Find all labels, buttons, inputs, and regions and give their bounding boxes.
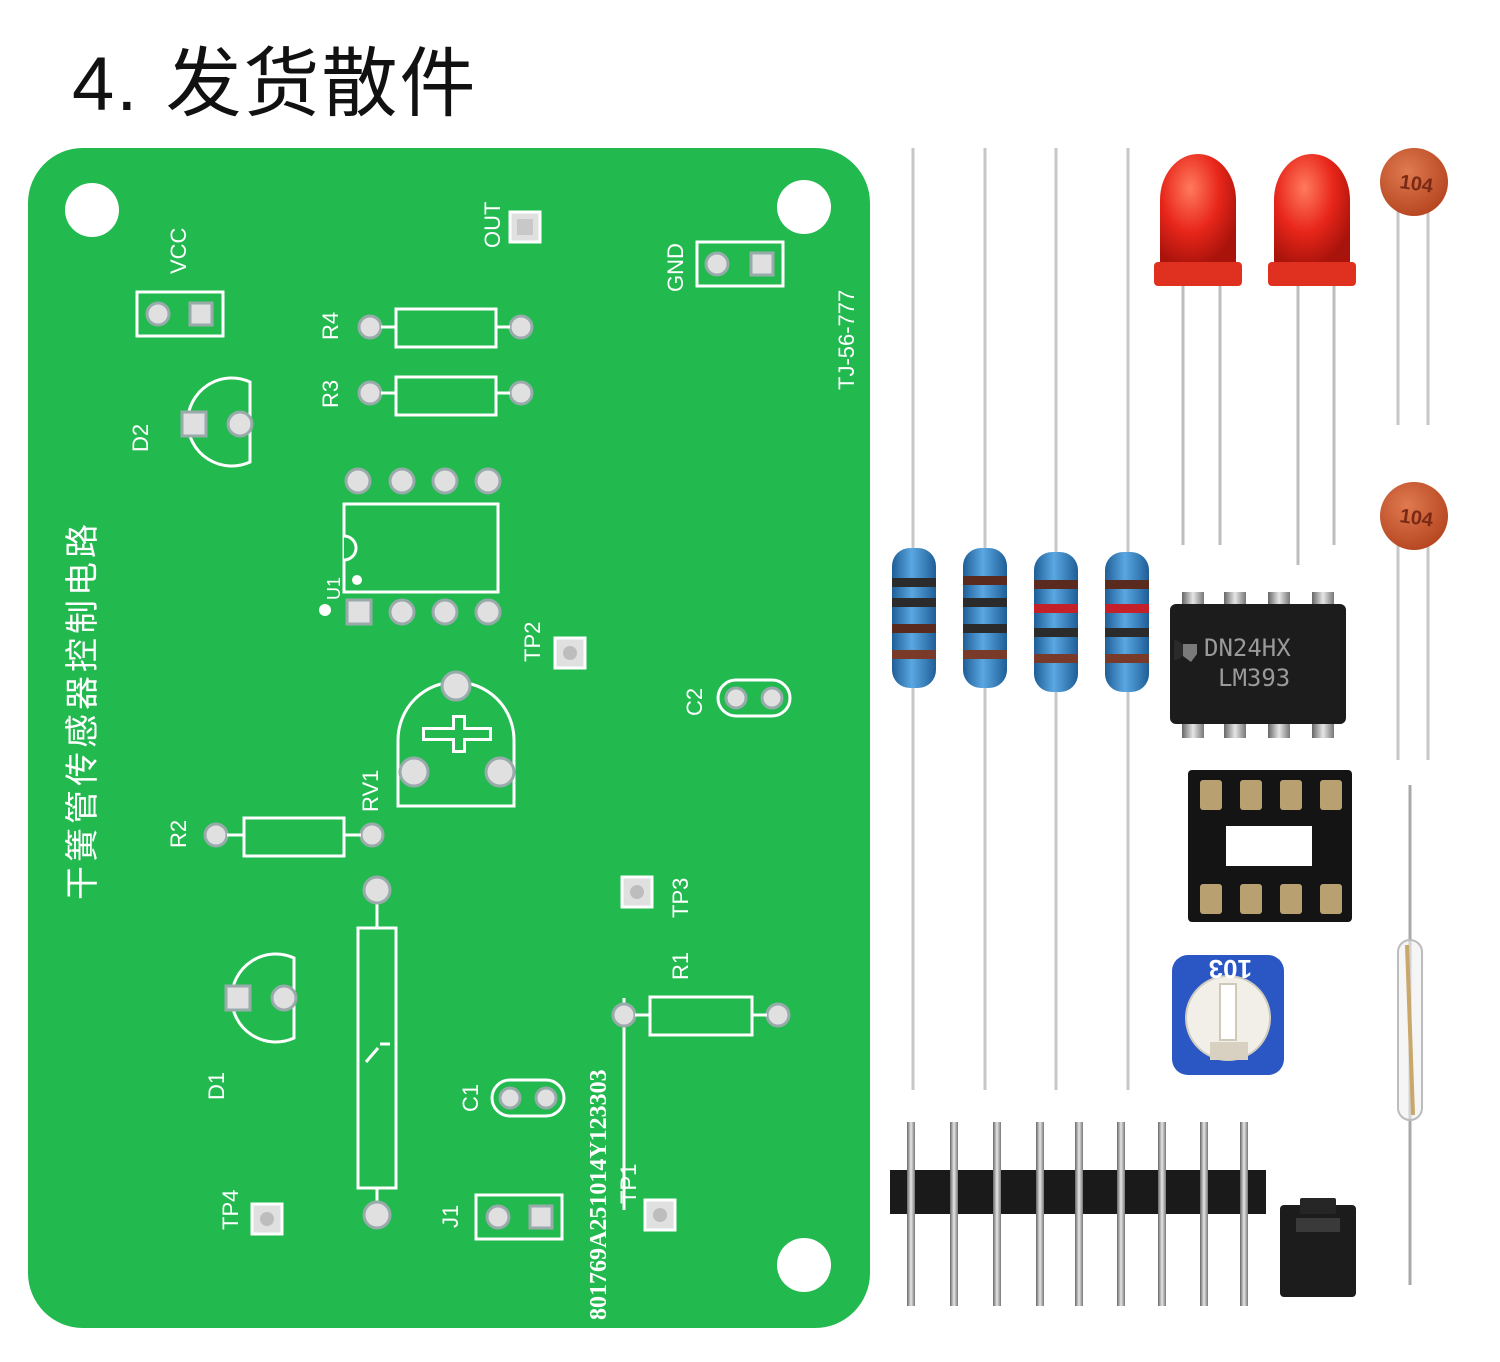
label-u1: U1 xyxy=(324,577,344,600)
model-code: TJ-56-777 xyxy=(834,290,859,390)
ic-marking-line2: LM393 xyxy=(1218,664,1290,692)
label-tp3: TP3 xyxy=(668,878,693,918)
ic-lm393: DN24HX LM393 xyxy=(1170,592,1346,738)
resistor xyxy=(892,148,936,1090)
serial-number: 801769A251014Y123303 xyxy=(586,1069,612,1320)
label-d2: D2 xyxy=(128,424,153,452)
title-number: 4. xyxy=(72,42,140,127)
trimmer-potentiometer: 103 xyxy=(1172,954,1284,1075)
label-vcc: VCC xyxy=(166,227,191,274)
label-r1: R1 xyxy=(668,952,693,980)
label-c2: C2 xyxy=(682,688,707,716)
mounting-hole xyxy=(65,183,119,237)
title-text: 发货散件 xyxy=(165,39,478,128)
potentiometer-code: 103 xyxy=(1209,954,1252,984)
ceramic-capacitor: 104 xyxy=(1380,148,1448,425)
resistor xyxy=(1105,148,1149,1090)
jumper-cap xyxy=(1280,1198,1356,1297)
mounting-hole xyxy=(777,180,831,234)
label-r2: R2 xyxy=(166,820,191,848)
resistors xyxy=(892,148,1149,1090)
label-tp4: TP4 xyxy=(218,1190,243,1230)
capacitor-code: 104 xyxy=(1398,171,1435,198)
label-out: OUT xyxy=(480,202,505,248)
ic-socket xyxy=(1188,770,1352,922)
label-tp2: TP2 xyxy=(520,622,545,662)
pin-header xyxy=(890,1122,1266,1306)
pcb-vertical-title: 干簧管传感器控制电路 xyxy=(64,520,102,900)
label-c1: C1 xyxy=(458,1084,483,1112)
reed-switch xyxy=(1397,785,1423,1285)
led-red xyxy=(1268,154,1356,565)
pcb-board: VCC OUT GND TJ-56-777 R4 R3 D2 xyxy=(28,148,870,1328)
resistor xyxy=(1034,148,1078,1090)
page-title: 4. 发货散件 xyxy=(72,22,478,132)
label-rv1: RV1 xyxy=(358,770,383,812)
capacitor-code: 104 xyxy=(1398,505,1435,532)
label-d1: D1 xyxy=(204,1072,229,1100)
ic-pads-top xyxy=(344,467,502,495)
label-r3: R3 xyxy=(318,380,343,408)
ceramic-capacitor: 104 xyxy=(1380,482,1448,760)
mounting-hole xyxy=(777,1238,831,1292)
ic-marking-line1: DN24HX xyxy=(1204,634,1291,662)
ic-pads-bottom xyxy=(345,598,502,626)
label-gnd: GND xyxy=(663,243,688,292)
led-red xyxy=(1154,154,1242,545)
resistor xyxy=(963,148,1007,1090)
label-r4: R4 xyxy=(318,312,343,340)
label-tp1: TP1 xyxy=(616,1164,641,1204)
label-j1: J1 xyxy=(438,1205,463,1228)
